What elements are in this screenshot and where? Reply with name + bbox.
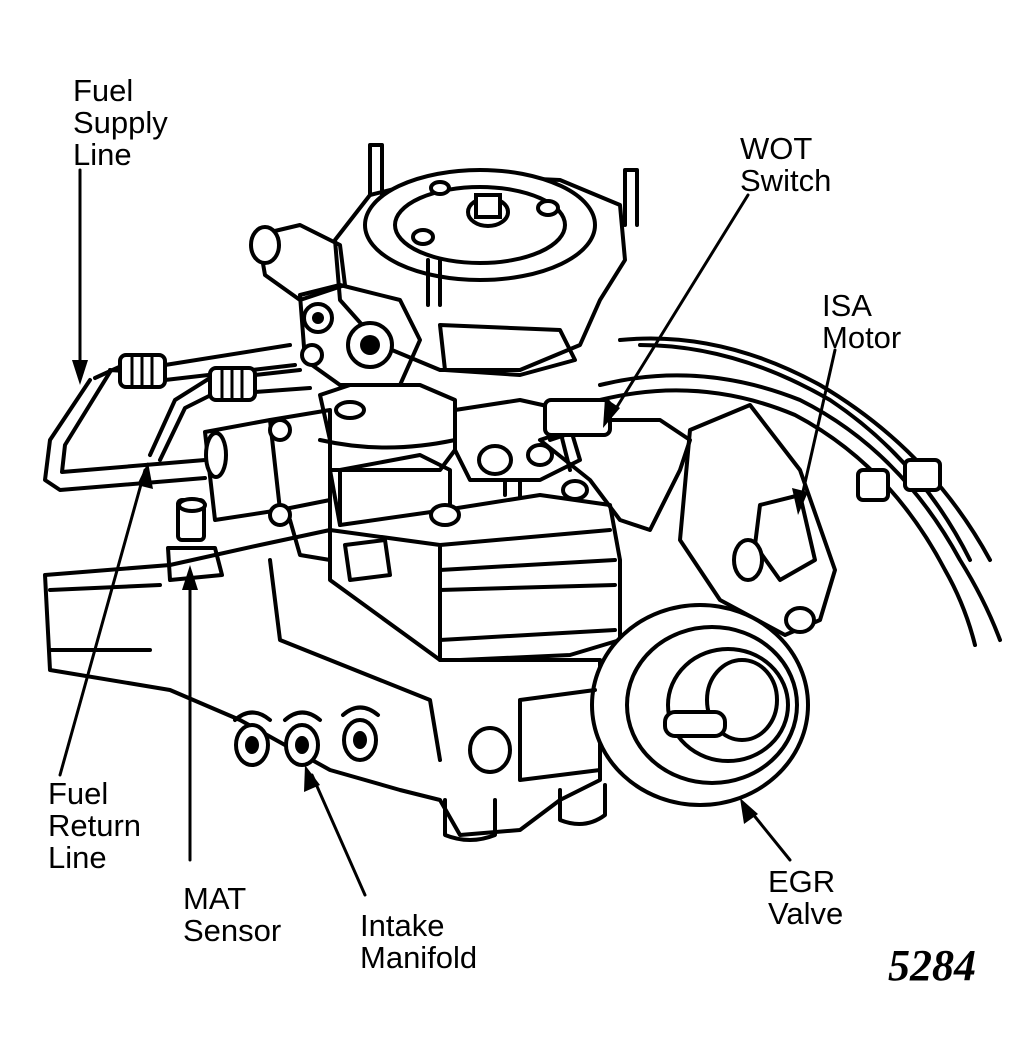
label-fuel-return-line: Fuel Return Line	[48, 776, 142, 875]
arrowhead-fuel-return-line	[137, 462, 153, 489]
arrowhead-egr-valve	[740, 798, 758, 824]
leader-lines	[58, 168, 837, 897]
leader-intake-manifold	[310, 773, 367, 897]
fuel-inlet-fittings-drawing	[249, 223, 422, 387]
throttle-body-drawing	[288, 453, 622, 662]
leader-egr-valve	[746, 806, 792, 862]
arrowhead-intake-manifold	[304, 765, 320, 792]
intake-manifold-drawing	[43, 528, 607, 842]
leader-wot-switch	[613, 193, 750, 412]
label-egr-valve: EGR Valve	[768, 864, 844, 931]
label-intake-manifold: Intake Manifold	[360, 908, 478, 975]
figure-number: 5284	[888, 941, 976, 990]
arrowhead-wot-switch	[603, 398, 620, 428]
arrowhead-fuel-supply-line	[72, 360, 88, 385]
fuel-lines-drawing	[43, 343, 332, 527]
leader-fuel-return-line	[58, 468, 147, 777]
arrowhead-mat-sensor	[182, 565, 198, 590]
wot-isa-drawing	[538, 336, 1002, 647]
egr-valve-drawing	[518, 603, 810, 807]
label-fuel-supply-line: Fuel Supply Line	[73, 73, 168, 172]
leader-isa-motor	[798, 348, 837, 507]
mat-sensor-drawing	[166, 497, 224, 582]
label-wot-switch: WOT Switch	[740, 131, 832, 198]
label-isa-motor: ISA Motor	[822, 288, 902, 355]
arrowhead-isa-motor	[792, 488, 808, 515]
label-mat-sensor: MAT Sensor	[183, 881, 282, 948]
